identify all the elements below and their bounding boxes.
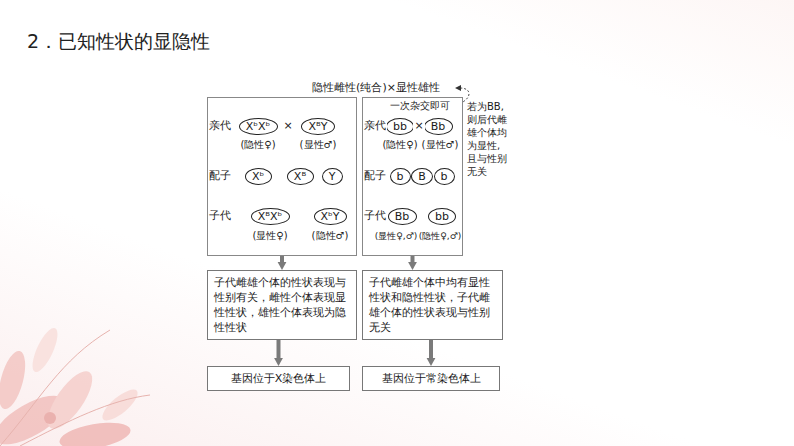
node-text: Bb xyxy=(431,119,446,134)
diagram-label: 若为BB,则后代雌雄个体均为显性,且与性别无关 xyxy=(466,100,508,178)
node-text: bb xyxy=(435,209,449,224)
conclusion-box: 子代雌雄个体中均有显性性状和隐性性状，子代雌雄个体的性状表现与性别无关 xyxy=(362,270,503,340)
diagram-label: 子代 xyxy=(363,210,387,223)
node-text: Xᵇ xyxy=(252,169,264,184)
diagram-label: (隐性♀) xyxy=(381,139,418,151)
genotype-oval: Bb xyxy=(388,208,417,225)
genotype-oval: XᴮY xyxy=(301,118,335,135)
diagram-label: 隐性雌性(纯合)×显性雄性 xyxy=(311,82,441,95)
genotype-oval: XᵇY xyxy=(314,208,347,225)
connector xyxy=(274,340,283,366)
diagram-label: 子代 xyxy=(208,210,232,223)
diagram-label: × xyxy=(413,120,424,133)
leader-arrowhead xyxy=(455,85,461,91)
arrowhead xyxy=(427,358,436,366)
genotype-oval: Xᵇ xyxy=(245,168,272,185)
genotype-oval: Xᴮ xyxy=(287,168,314,185)
diagram-label: 亲代 xyxy=(363,120,387,133)
slide-title: 2．已知性状的显隐性 xyxy=(27,29,210,55)
node-text: XᵇXᵇ xyxy=(246,119,271,134)
genotype-oval: Y xyxy=(322,168,343,185)
node-text: Bb xyxy=(395,209,410,224)
node-text: XᵇY xyxy=(321,209,340,224)
node-text: 基因位于常染色体上 xyxy=(382,372,481,385)
diagram-label: 亲代 xyxy=(208,120,232,133)
diagram-label: 配子 xyxy=(363,170,387,183)
stems xyxy=(0,330,150,446)
connector-line xyxy=(429,340,433,360)
node-text: b xyxy=(441,169,448,184)
conclusion-box: 子代雌雄个体的性状表现与性别有关，雌性个体表现显性性状，雄性个体表现为隐性性状 xyxy=(207,270,357,340)
node-text: b xyxy=(397,169,404,184)
node-text: XᴮXᵇ xyxy=(258,209,283,224)
diagram-label: (隐性♂) xyxy=(311,230,350,242)
node-text: Y xyxy=(329,169,336,184)
node-text: bb xyxy=(393,119,407,134)
diagram-label: (显性♀,♂) xyxy=(374,231,419,241)
connector xyxy=(427,340,436,366)
genotype-oval: XᴮXᵇ xyxy=(251,208,290,225)
node-text: XᴮY xyxy=(308,119,327,134)
arrowhead xyxy=(408,262,417,270)
diagram-label: (隐性♀) xyxy=(239,139,276,151)
petals xyxy=(0,325,142,446)
arrowhead xyxy=(278,262,287,270)
node-text: B xyxy=(418,169,426,184)
diagram-label: × xyxy=(282,120,293,133)
node-text: 基因位于X染色体上 xyxy=(231,372,327,385)
diagram-label: (隐性♀,♂) xyxy=(418,231,463,241)
diagram-label: (显性♂) xyxy=(299,139,338,151)
connector xyxy=(278,256,287,270)
diagram-label: 一次杂交即可 xyxy=(389,100,451,112)
diagram-label: (显性♀) xyxy=(251,230,288,242)
node-text: 子代雌雄个体的性状表现与性别有关，雌性个体表现显性性状，雄性个体表现为隐性性状 xyxy=(214,276,346,334)
diagram-label: (显性♂) xyxy=(421,139,460,151)
conclusion-box: 基因位于X染色体上 xyxy=(207,366,350,391)
connector-line xyxy=(277,340,281,360)
genotype-oval: b xyxy=(390,168,411,185)
diagram-label: 配子 xyxy=(208,170,232,183)
genotype-oval: Bb xyxy=(424,118,453,135)
genotype-oval: B xyxy=(411,168,433,185)
genotype-oval: XᵇXᵇ xyxy=(239,118,278,135)
genotype-oval: bb xyxy=(386,118,414,135)
node-text: 子代雌雄个体中均有显性性状和隐性性状，子代雌雄个体的性状表现与性别无关 xyxy=(369,276,490,334)
arrowhead xyxy=(274,358,283,366)
conclusion-box: 基因位于常染色体上 xyxy=(362,366,500,391)
connector xyxy=(408,256,417,270)
genotype-oval: b xyxy=(434,168,455,185)
node-text: Xᴮ xyxy=(294,169,306,184)
genotype-oval: bb xyxy=(428,208,456,225)
